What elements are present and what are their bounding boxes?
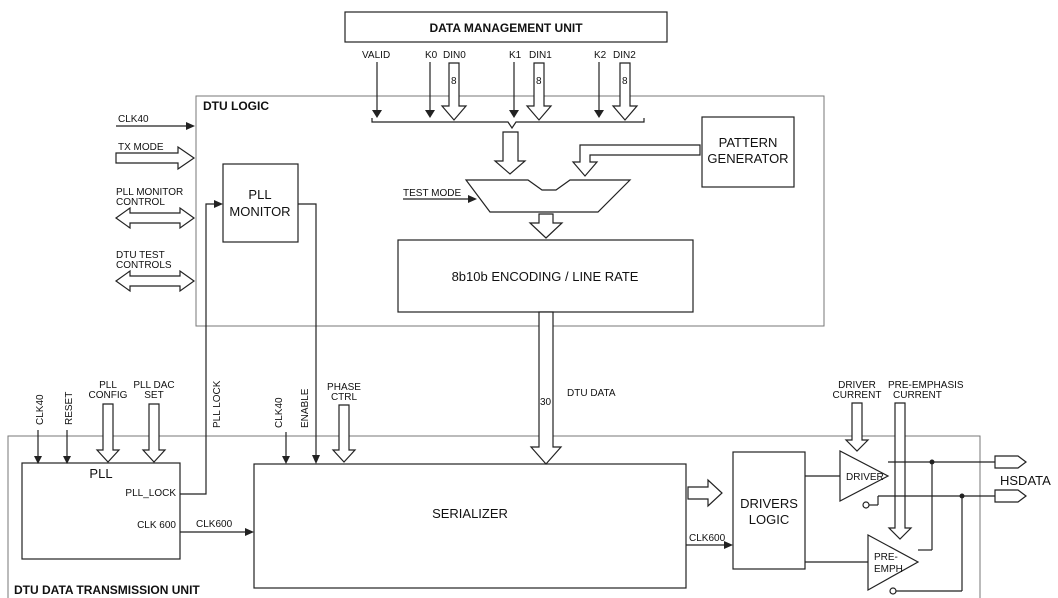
clk600-label: CLK600 bbox=[196, 519, 233, 530]
pll-config-arrow bbox=[95, 403, 121, 463]
pll-config-label-2: CONFIG bbox=[89, 390, 128, 401]
phase-ctrl-label-1: PHASE bbox=[327, 382, 361, 393]
pattern-generator-block bbox=[701, 116, 795, 188]
hsdata-label: HSDATA bbox=[1000, 473, 1051, 488]
signal-k2-label: K2 bbox=[594, 50, 607, 61]
preemph-current-label-2: CURRENT bbox=[893, 390, 942, 401]
driver-current-arrow bbox=[844, 402, 870, 452]
pll-dac-set-label-2: SET bbox=[144, 390, 163, 401]
dmu-data-bus-arrows bbox=[440, 62, 639, 121]
encoding-label: 8b10b ENCODING / LINE RATE bbox=[452, 269, 639, 284]
preemph-current-arrow bbox=[887, 402, 913, 540]
pll-lock-vertical-label: PLL LOCK bbox=[212, 380, 223, 428]
data-management-unit-block bbox=[344, 11, 668, 43]
drivers-logic-label-1: DRIVERS bbox=[740, 496, 798, 511]
din0-width-label: 8 bbox=[451, 76, 457, 87]
pattern-generator-label-1: PATTERN bbox=[719, 135, 778, 150]
pll-label: PLL bbox=[89, 466, 112, 481]
serializer-label: SERIALIZER bbox=[432, 506, 508, 521]
enable-vertical-label: ENABLE bbox=[300, 388, 311, 428]
test-mode-mux bbox=[464, 179, 632, 213]
dtu-data-bus-arrow bbox=[529, 311, 563, 465]
clk600-port-label: CLK 600 bbox=[137, 520, 176, 531]
clk40-input-label: CLK40 bbox=[118, 114, 149, 125]
dtu-test-controls-arrow bbox=[114, 269, 196, 293]
input-merge-bracket bbox=[371, 118, 645, 130]
signal-din0-label: DIN0 bbox=[443, 50, 466, 61]
pll-monitor-control-label-2: CONTROL bbox=[116, 197, 165, 208]
drivers-logic-label-2: LOGIC bbox=[749, 512, 789, 527]
dmu-control-arrows bbox=[372, 62, 604, 118]
din2-width-label: 8 bbox=[622, 76, 628, 87]
driver-label: DRIVER bbox=[846, 472, 884, 483]
pll-block bbox=[21, 462, 181, 560]
serializer-clk40-label: CLK40 bbox=[274, 397, 285, 428]
pattern-generator-label-2: GENERATOR bbox=[707, 151, 788, 166]
enable-route bbox=[298, 203, 317, 457]
encoding-block bbox=[397, 239, 694, 313]
pll-config-label-1: PLL bbox=[99, 380, 117, 391]
preemph-label-2: EMPH bbox=[874, 564, 903, 575]
phase-ctrl-label-2: CTRL bbox=[331, 392, 358, 403]
pll-clk40-arrowhead bbox=[34, 456, 42, 464]
merge-to-mux-arrow bbox=[493, 131, 527, 175]
pll-dac-set-label-1: PLL DAC bbox=[133, 380, 174, 391]
driver-current-label-2: CURRENT bbox=[833, 390, 882, 401]
pll-dac-set-arrow bbox=[141, 403, 167, 463]
dtu-logic-label: DTU LOGIC bbox=[203, 99, 269, 113]
pll-monitor-label-1: PLL bbox=[248, 187, 271, 202]
pll-monitor-block bbox=[222, 163, 299, 243]
pll-monitor-label-2: MONITOR bbox=[229, 204, 290, 219]
test-mode-label: TEST MODE bbox=[403, 188, 461, 199]
signal-valid-label: VALID bbox=[362, 50, 390, 61]
mux-to-encoding-arrow bbox=[528, 213, 564, 239]
clk40-input-arrowhead bbox=[186, 122, 195, 130]
signal-k1-label: K1 bbox=[509, 50, 522, 61]
drivers-logic-block bbox=[732, 451, 806, 570]
preemph-current-label-1: PRE-EMPHASIS bbox=[888, 380, 964, 391]
serializer-clk40-arrowhead bbox=[282, 456, 290, 464]
dtu-data-width-label: 30 bbox=[540, 397, 552, 408]
serializer-block bbox=[253, 463, 687, 589]
hsdata-output-wiring bbox=[869, 459, 995, 592]
pattern-to-mux-arrow bbox=[571, 144, 701, 177]
pll-reset-arrowhead bbox=[63, 456, 71, 464]
dtu-tx-unit-frame bbox=[7, 435, 981, 598]
data-management-unit-label: DATA MANAGEMENT UNIT bbox=[429, 21, 583, 35]
pll-monitor-control-arrow bbox=[114, 206, 196, 230]
preemph-inv-bubble bbox=[889, 587, 897, 595]
pll-reset-label: RESET bbox=[64, 392, 75, 425]
pll-clk40-label: CLK40 bbox=[35, 394, 46, 425]
dtu-test-controls-label-2: CONTROLS bbox=[116, 260, 172, 271]
tx-mode-arrow bbox=[115, 145, 196, 171]
dtu-test-controls-label-1: DTU TEST bbox=[116, 250, 165, 261]
dtu-logic-frame bbox=[195, 95, 825, 327]
serializer-to-drivers-arrow bbox=[687, 478, 723, 508]
hsdata-n-port bbox=[994, 489, 1027, 503]
signal-k0-label: K0 bbox=[425, 50, 438, 61]
pll-lock-arrowhead bbox=[214, 200, 223, 208]
dtu-data-label: DTU DATA bbox=[567, 388, 616, 399]
signal-din1-label: DIN1 bbox=[529, 50, 552, 61]
preemph-label-1: PRE- bbox=[874, 552, 898, 563]
din1-width-label: 8 bbox=[536, 76, 542, 87]
test-mode-arrowhead bbox=[468, 195, 477, 203]
clk600-drivers-arrowhead bbox=[724, 541, 733, 549]
pll-lock-route bbox=[180, 203, 216, 495]
tx-mode-label: TX MODE bbox=[118, 142, 164, 153]
dtu-tx-unit-label: DTU DATA TRANSMISSION UNIT bbox=[14, 583, 200, 597]
enable-arrowhead bbox=[312, 455, 320, 464]
clk600-drivers-label: CLK600 bbox=[689, 533, 726, 544]
clk600-arrowhead bbox=[245, 528, 254, 536]
driver-current-label-1: DRIVER bbox=[838, 380, 876, 391]
pll-lock-port-label: PLL_LOCK bbox=[125, 488, 176, 499]
phase-ctrl-arrow bbox=[331, 404, 357, 463]
hsdata-p-port bbox=[994, 455, 1027, 469]
signal-din2-label: DIN2 bbox=[613, 50, 636, 61]
pll-monitor-control-label-1: PLL MONITOR bbox=[116, 187, 183, 198]
driver-inv-bubble bbox=[862, 501, 870, 509]
